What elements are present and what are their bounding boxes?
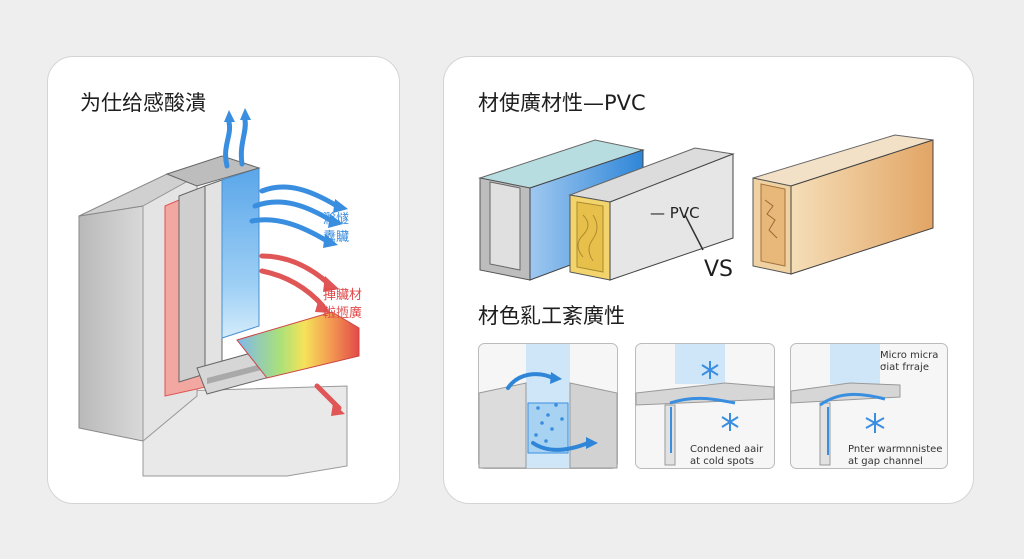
box2-caption-line-1: Condened aair xyxy=(690,444,764,455)
glass-pane xyxy=(221,167,260,339)
left-panel-title: 为仕给感酸潰 xyxy=(80,91,206,115)
cool-label-line-1: 滁燧 xyxy=(323,212,350,227)
cool-label-line-2: 纛贜 xyxy=(323,230,350,245)
box3-top-line-2: σiat frraje xyxy=(880,362,929,373)
floor-slab xyxy=(142,385,348,477)
snowflake-icon xyxy=(865,413,885,433)
vs-label: VS xyxy=(704,257,734,282)
box2-caption-line-2: at cold spots xyxy=(690,456,754,467)
detail-box-3 xyxy=(790,343,948,469)
frame-profile-vertical xyxy=(178,185,206,383)
pvc-pointer-line xyxy=(684,214,704,251)
snowflake-icon xyxy=(701,361,719,379)
right-panel-top-title: 材使廣材性—PVC xyxy=(478,91,646,115)
box3-caption-line-2: at gap channel xyxy=(848,456,923,467)
right-panel-bottom-title: 材色乿工紊廣性 xyxy=(478,304,625,328)
window-frame-cross-section xyxy=(78,108,360,477)
wall-block xyxy=(78,205,144,442)
box3-caption-line-1: Pnter warmnnistee xyxy=(848,444,943,455)
wood-profile xyxy=(752,134,934,275)
warm-label-line-1: 捙贜材 xyxy=(323,288,363,303)
profile-comparison xyxy=(478,134,934,281)
snowflake-icon xyxy=(721,413,739,431)
warm-label-line-2: 鞡揯廣 xyxy=(323,306,363,321)
sill-thermal-gradient xyxy=(236,311,360,379)
pvc-label: — PVC xyxy=(650,204,700,222)
detail-box-2 xyxy=(635,343,775,469)
box3-top-line-1: Micro micra xyxy=(880,350,939,361)
detail-box-1 xyxy=(478,343,618,469)
cool-airflow-arrows xyxy=(223,117,340,244)
pvc-profile xyxy=(568,147,735,281)
